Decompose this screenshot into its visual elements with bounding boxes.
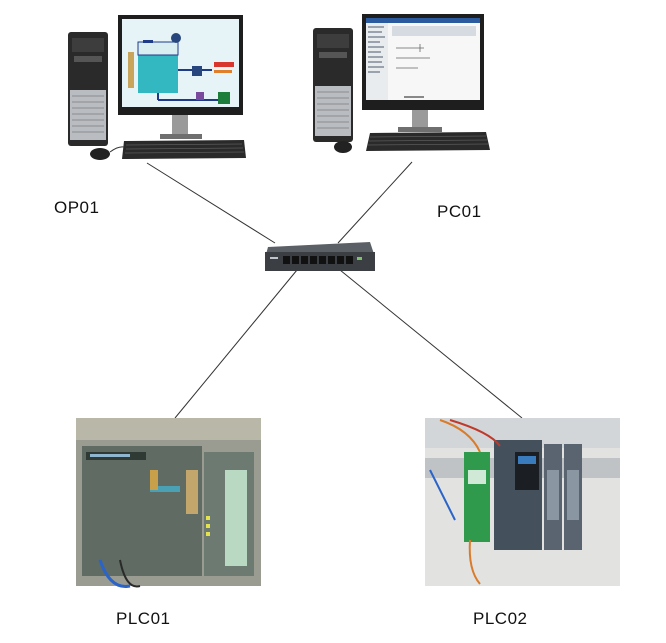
link-op01-switch [146, 162, 276, 244]
network-switch-icon [265, 242, 375, 271]
op01-label: OP01 [54, 198, 100, 217]
link-switch-plc01 [174, 269, 298, 419]
plc02-label: PLC02 [473, 609, 528, 628]
workstation-engineering-icon [313, 14, 490, 153]
workstation-hmi-icon [68, 15, 246, 160]
link-pc01-switch [337, 161, 413, 244]
plc-s7-1500-icon [425, 418, 620, 586]
link-switch-plc02 [339, 269, 523, 419]
plc-s7-300-icon [76, 418, 261, 588]
plc01-label: PLC01 [116, 609, 171, 628]
pc01-label: PC01 [437, 202, 482, 221]
connection-lines [146, 161, 523, 419]
